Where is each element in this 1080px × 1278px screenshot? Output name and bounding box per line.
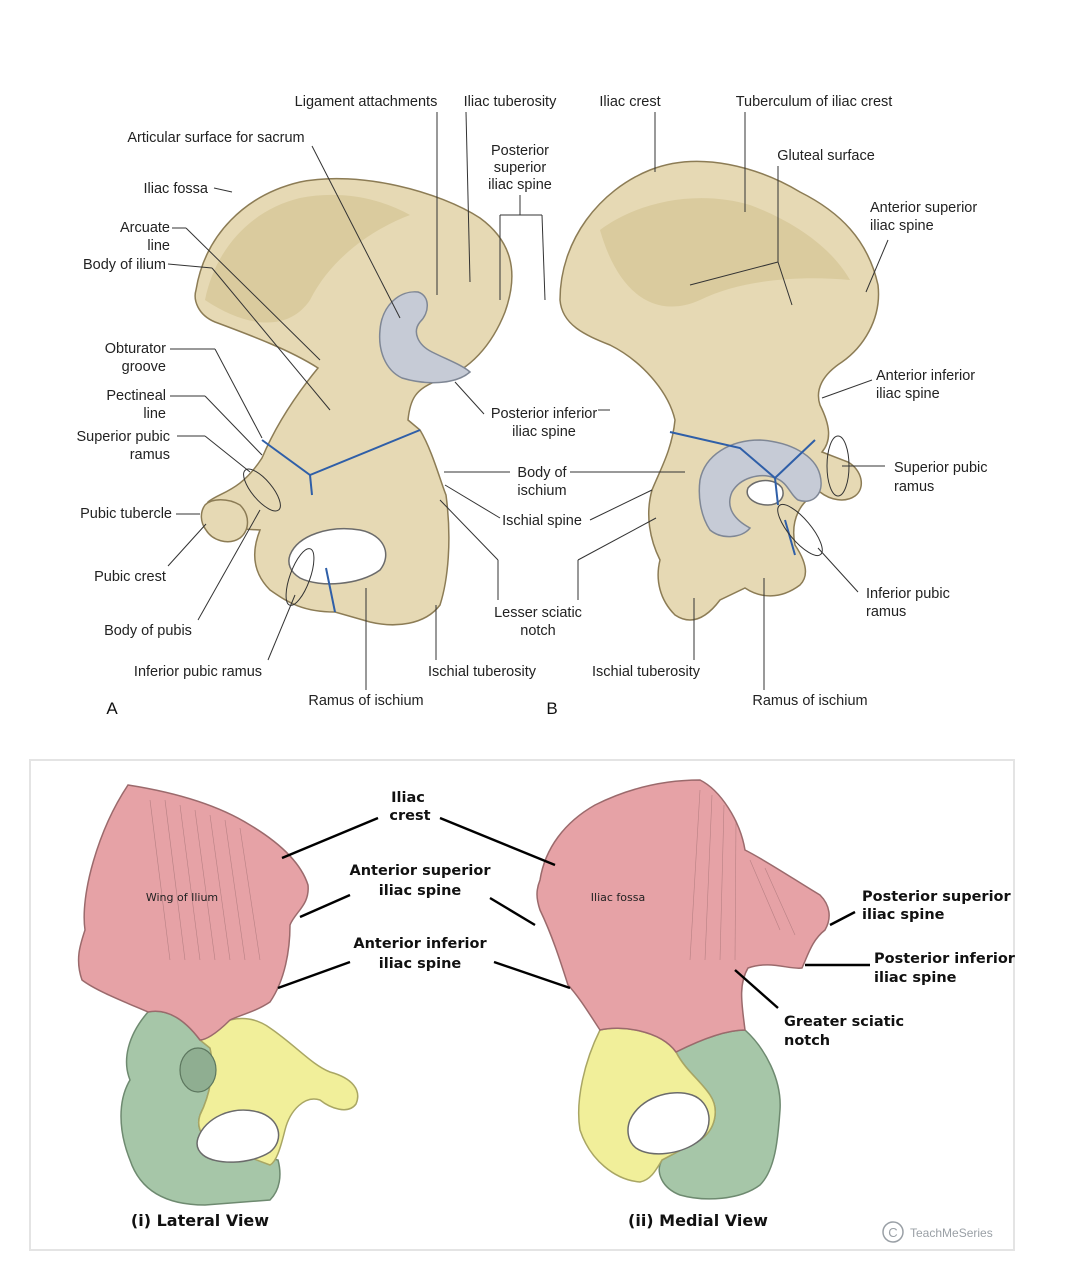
label-wing-of-ilium: Wing of Ilium [146,891,218,904]
label-ramus-of-ischium-b: Ramus of ischium [752,693,867,709]
medial-view-bone: Iliac fossa [536,779,830,1200]
label-inferior-pubic-ramus-b-2: ramus [866,604,906,620]
lower-leader-lines [277,816,870,1009]
label-body-of-pubis: Body of pubis [104,623,192,639]
lower-labels: Iliac crest Anterior superior iliac spin… [131,790,1016,1230]
panel-letter-b: B [546,699,557,718]
label-tuberculum: Tuberculum of iliac crest [736,94,893,110]
upper-labels-a: Ligament attachments Iliac tuberosity Ar… [77,94,598,718]
label-pubic-crest: Pubic crest [94,569,166,585]
label-psis-line3: iliac spine [488,177,552,193]
bone-b-illustration [559,160,880,621]
label-lesser-sciatic-notch-line2: notch [520,623,555,639]
label-iliac-fossa-lower: Iliac fossa [591,891,645,904]
label-ramus-of-ischium-a: Ramus of ischium [308,693,423,709]
label-ischial-spine: Ischial spine [502,513,582,529]
bone-a-illustration [194,177,513,626]
caption-medial-view: (ii) Medial View [628,1211,768,1230]
label-inferior-pubic-ramus-a: Inferior pubic ramus [134,664,262,680]
label-superior-pubic-ramus-a-1: Superior pubic [77,429,171,445]
label-aiis-lower-2: iliac spine [379,956,462,972]
label-inferior-pubic-ramus-b-1: Inferior pubic [866,586,950,602]
copyright-icon: C [888,1225,897,1240]
label-gluteal-surface: Gluteal surface [777,148,875,164]
label-asis-lower-1: Anterior superior [350,863,492,879]
label-pectineal-line2: line [143,406,166,422]
label-asis-lower-2: iliac spine [379,883,462,899]
label-superior-pubic-ramus-a-2: ramus [130,447,170,463]
teachmeseries-watermark: C TeachMeSeries [882,1221,993,1243]
label-superior-pubic-ramus-b-1: Superior pubic [894,460,988,476]
label-greater-sciatic-notch-2: notch [784,1033,830,1049]
label-obturator-groove-line1: Obturator [105,341,166,357]
label-piis-lower-2: iliac spine [874,970,957,986]
label-arcuate-line1: Arcuate [120,220,170,236]
upper-leader-lines [167,111,889,690]
upper-labels-b: Iliac crest Tuberculum of iliac crest Gl… [546,94,987,718]
label-body-of-ilium: Body of ilium [83,257,166,273]
label-ischial-tuberosity-a: Ischial tuberosity [428,664,537,680]
label-obturator-groove-line2: groove [122,359,166,375]
label-arcuate-line2: line [147,238,170,254]
label-ligament-attachments: Ligament attachments [295,94,438,110]
lateral-view-bone: Wing of Ilium [77,784,359,1206]
label-iliac-crest-b: Iliac crest [599,94,660,110]
label-aiis-lower-1: Anterior inferior [353,936,487,952]
label-ischial-tuberosity-b: Ischial tuberosity [592,664,701,680]
label-aiis-b-line1: Anterior inferior [876,368,975,384]
label-aiis-b-line2: iliac spine [876,386,940,402]
label-piis-line1: Posterior inferior [491,406,598,422]
label-psis-line2: superior [494,160,547,176]
caption-lateral-view: (i) Lateral View [131,1211,269,1230]
label-asis-b-line2: iliac spine [870,218,934,234]
label-iliac-fossa-a: Iliac fossa [144,181,209,197]
label-pubic-tubercle: Pubic tubercle [80,506,172,522]
panel-letter-a: A [106,699,118,718]
label-iliac-crest-lower-1: Iliac [391,790,425,806]
label-greater-sciatic-notch-1: Greater sciatic [784,1014,904,1030]
label-pectineal-line1: Pectineal [106,388,166,404]
label-asis-b-line1: Anterior superior [870,200,977,216]
label-iliac-crest-lower-2: crest [389,808,430,824]
label-body-of-ischium-line1: Body of [517,465,567,481]
label-lesser-sciatic-notch-line1: Lesser sciatic [494,605,582,621]
label-articular-surface-sacrum: Articular surface for sacrum [127,130,304,146]
label-piis-line2: iliac spine [512,424,576,440]
label-iliac-tuberosity: Iliac tuberosity [464,94,557,110]
label-psis-line1: Posterior [491,143,549,159]
watermark-text: TeachMeSeries [910,1226,993,1240]
label-piis-lower-1: Posterior inferior [874,951,1016,967]
label-psis-lower-2: iliac spine [862,907,945,923]
label-body-of-ischium-line2: ischium [517,483,566,499]
label-psis-lower-1: Posterior superior [862,889,1012,905]
label-superior-pubic-ramus-b-2: ramus [894,479,934,495]
